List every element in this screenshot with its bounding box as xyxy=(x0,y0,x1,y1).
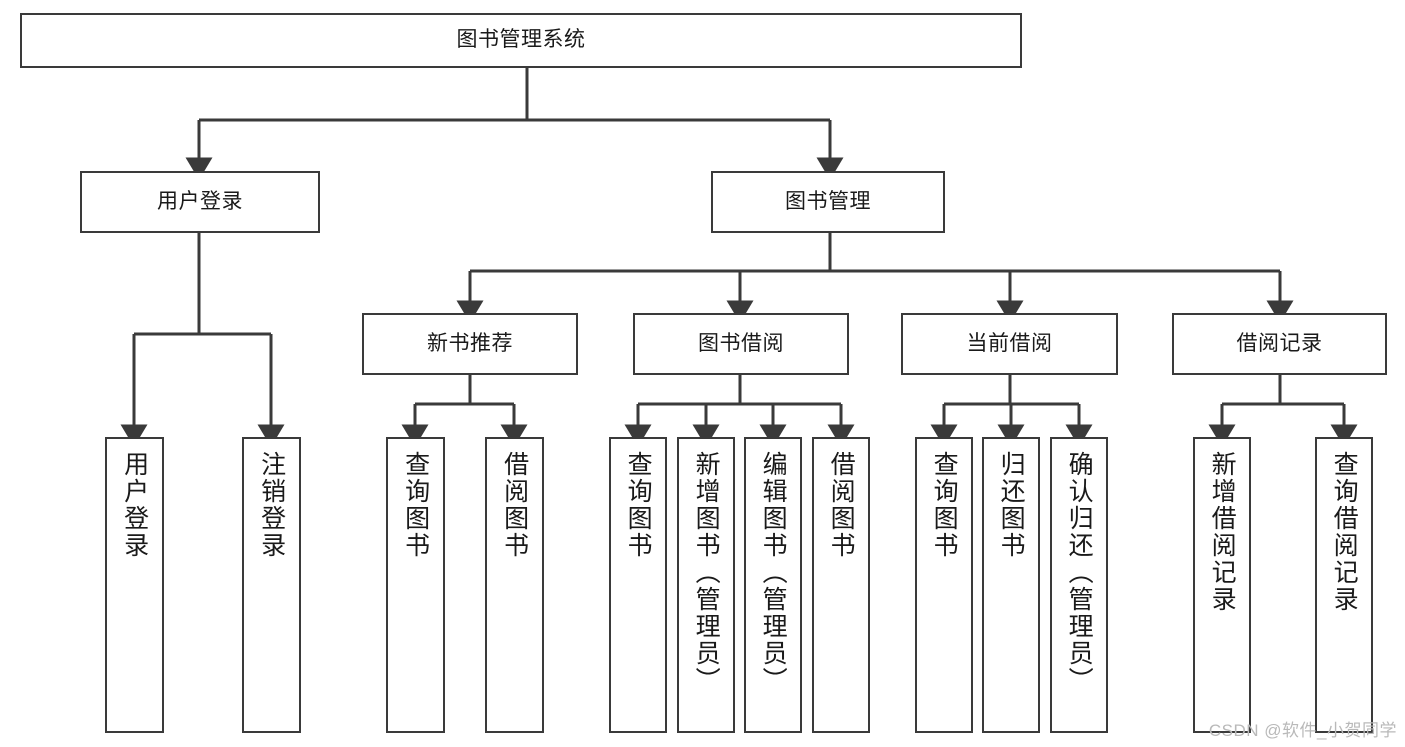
node-book-management[interactable]: 图书管理 xyxy=(711,171,945,233)
leaf-return-book-label: 归还图书 xyxy=(997,451,1026,559)
node-book-borrow-label: 图书借阅 xyxy=(698,331,784,355)
leaf-query-book-1[interactable]: 查询图书 xyxy=(386,437,445,733)
leaf-borrow-book-2[interactable]: 借阅图书 xyxy=(812,437,870,733)
leaf-add-record[interactable]: 新增借阅记录 xyxy=(1193,437,1251,733)
node-user-login-label: 用户登录 xyxy=(157,189,243,213)
leaf-logout[interactable]: 注销登录 xyxy=(242,437,301,733)
node-root-label: 图书管理系统 xyxy=(456,28,586,52)
node-book-management-label: 图书管理 xyxy=(785,189,871,213)
node-user-login[interactable]: 用户登录 xyxy=(80,171,320,233)
leaf-query-book-2-label: 查询图书 xyxy=(624,451,653,559)
leaf-user-login-label: 用户登录 xyxy=(120,451,149,559)
node-book-borrow[interactable]: 图书借阅 xyxy=(633,313,849,375)
node-current-borrow-label: 当前借阅 xyxy=(966,331,1053,355)
node-borrow-record-label: 借阅记录 xyxy=(1236,331,1323,355)
leaf-query-book-3-label: 查询图书 xyxy=(930,451,959,559)
leaf-query-book-2[interactable]: 查询图书 xyxy=(609,437,667,733)
leaf-confirm-return[interactable]: 确认归还（管理员） xyxy=(1050,437,1108,733)
leaf-confirm-return-label: 确认归还（管理员） xyxy=(1065,451,1094,694)
leaf-add-book-label: 新增图书（管理员） xyxy=(692,451,721,694)
node-root[interactable]: 图书管理系统 xyxy=(20,13,1022,68)
leaf-query-record[interactable]: 查询借阅记录 xyxy=(1315,437,1373,733)
node-current-borrow[interactable]: 当前借阅 xyxy=(901,313,1118,375)
node-new-book-recommend[interactable]: 新书推荐 xyxy=(362,313,578,375)
leaf-borrow-book-2-label: 借阅图书 xyxy=(827,451,856,559)
leaf-edit-book-label: 编辑图书（管理员） xyxy=(759,451,788,694)
leaf-user-login[interactable]: 用户登录 xyxy=(105,437,164,733)
node-new-book-recommend-label: 新书推荐 xyxy=(427,331,513,355)
node-borrow-record[interactable]: 借阅记录 xyxy=(1172,313,1387,375)
leaf-borrow-book-1-label: 借阅图书 xyxy=(500,451,529,559)
leaf-query-book-1-label: 查询图书 xyxy=(401,451,430,559)
leaf-return-book[interactable]: 归还图书 xyxy=(982,437,1040,733)
leaf-add-record-label: 新增借阅记录 xyxy=(1208,451,1237,613)
leaf-query-book-3[interactable]: 查询图书 xyxy=(915,437,973,733)
leaf-query-record-label: 查询借阅记录 xyxy=(1330,451,1359,613)
leaf-edit-book[interactable]: 编辑图书（管理员） xyxy=(744,437,802,733)
leaf-add-book[interactable]: 新增图书（管理员） xyxy=(677,437,735,733)
leaf-borrow-book-1[interactable]: 借阅图书 xyxy=(485,437,544,733)
leaf-logout-label: 注销登录 xyxy=(257,451,286,559)
